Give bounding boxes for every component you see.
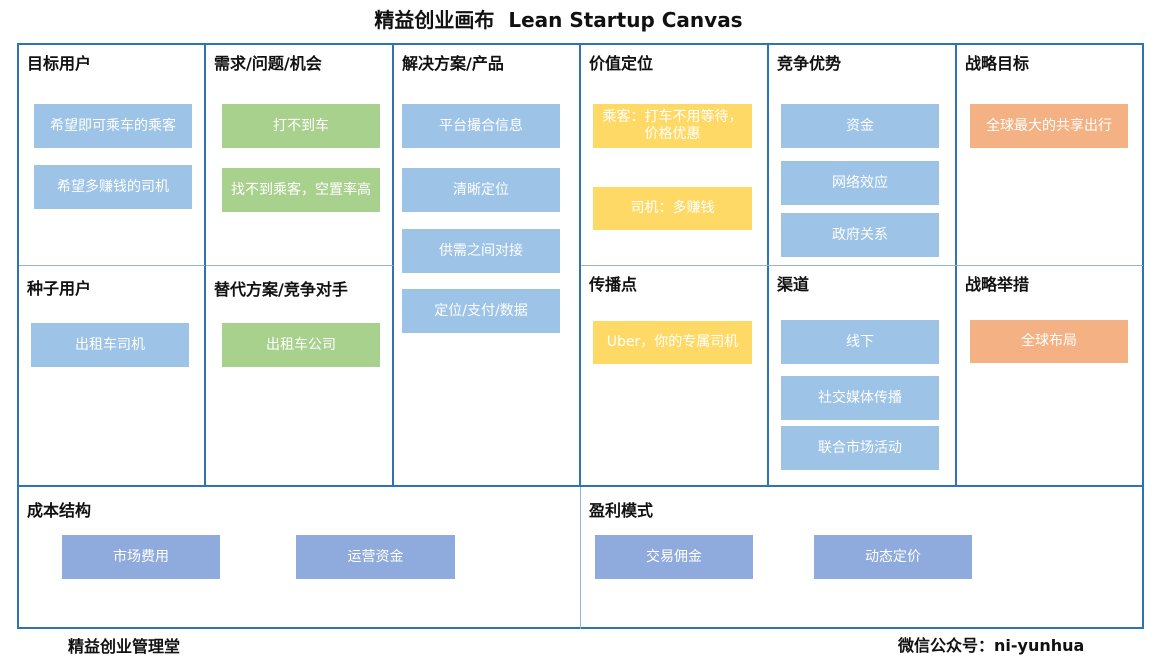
sticky-note: 资金 [781, 104, 939, 148]
sticky-note: 政府关系 [781, 213, 939, 257]
sticky-note: 网络效应 [781, 161, 939, 205]
alternatives-title: 替代方案/竞争对手 [214, 280, 348, 299]
cost-title: 成本结构 [27, 501, 92, 520]
solutions-title: 解决方案/产品 [402, 54, 504, 73]
row-divider [206, 265, 393, 266]
row-divider [581, 265, 1143, 266]
channels-title: 渠道 [777, 275, 810, 294]
sticky-note: 市场费用 [62, 535, 220, 579]
row-divider [19, 265, 205, 266]
sticky-note: 司机：多赚钱 [593, 187, 752, 230]
revenue-title: 盈利模式 [589, 501, 654, 520]
footer-left-text: 精益创业管理堂 [68, 637, 181, 656]
bottom-divider [580, 486, 581, 629]
sticky-note: 打不到车 [222, 104, 380, 148]
sticky-note: 出租车司机 [31, 323, 189, 367]
sticky-note: 全球最大的共享出行 [970, 104, 1128, 148]
sticky-note: 联合市场活动 [781, 426, 939, 470]
seed-users-title: 种子用户 [27, 279, 92, 298]
column-divider [955, 43, 957, 486]
sticky-note: 线下 [781, 320, 939, 364]
value-title: 价值定位 [589, 54, 654, 73]
sticky-note: 平台撮合信息 [402, 104, 560, 148]
bottom-row-divider [17, 485, 1144, 487]
sticky-note: 希望即可乘车的乘客 [34, 104, 192, 148]
column-divider [204, 43, 206, 486]
goal-title: 战略目标 [965, 54, 1030, 73]
sticky-note: 找不到乘客，空置率高 [222, 168, 380, 212]
canvas-title: 精益创业画布 Lean Startup Canvas [374, 8, 743, 32]
sticky-note: 运营资金 [296, 535, 455, 579]
sticky-note: 定位/支付/数据 [402, 289, 560, 333]
spread-title: 传播点 [589, 275, 638, 294]
sticky-note: 交易佣金 [595, 535, 753, 579]
target-users-title: 目标用户 [27, 54, 92, 73]
footer-right-text: 微信公众号：ni-yunhua [898, 636, 1085, 655]
sticky-note: 社交媒体传播 [781, 376, 939, 420]
measures-title: 战略举措 [965, 275, 1030, 294]
sticky-note: 出租车公司 [222, 323, 380, 367]
sticky-note: Uber，你的专属司机 [593, 321, 752, 364]
problems-title: 需求/问题/机会 [214, 54, 322, 73]
column-divider [579, 43, 581, 486]
sticky-note: 全球布局 [970, 320, 1128, 363]
sticky-note: 供需之间对接 [402, 229, 560, 273]
column-divider [392, 43, 394, 486]
sticky-note: 希望多赚钱的司机 [34, 165, 192, 209]
sticky-note: 清晰定位 [402, 168, 560, 212]
sticky-note: 乘客：打车不用等待，价格优惠 [593, 104, 752, 148]
column-divider [767, 43, 769, 486]
sticky-note: 动态定价 [814, 535, 972, 579]
advantage-title: 竞争优势 [777, 54, 842, 73]
